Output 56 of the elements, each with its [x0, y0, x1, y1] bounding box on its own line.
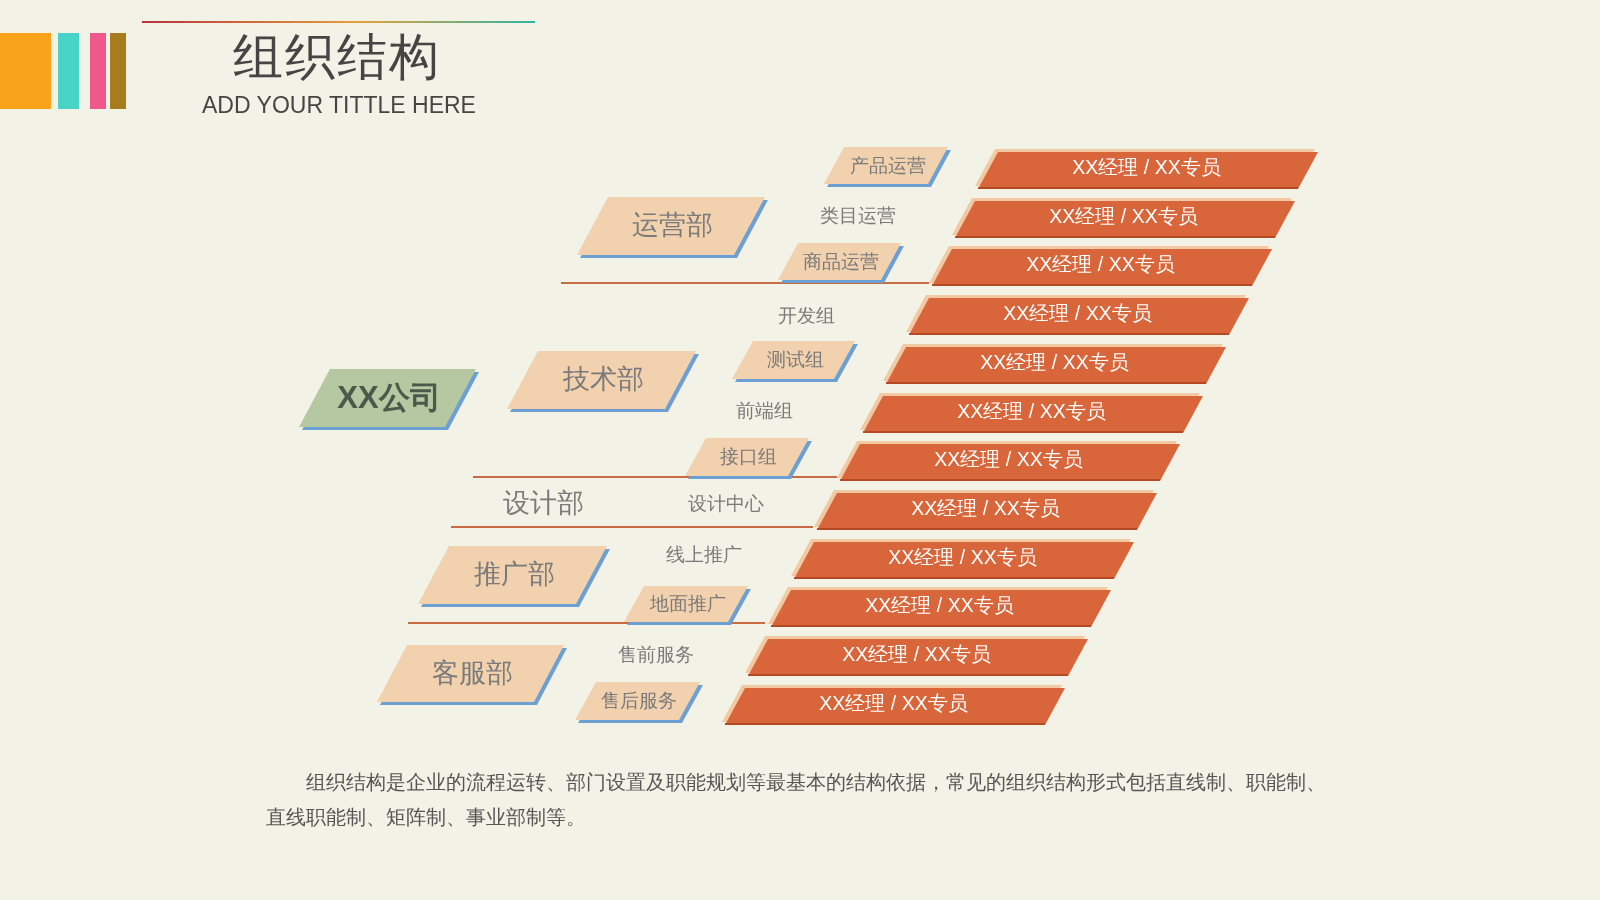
team-box: [778, 243, 904, 283]
role-title: XX经理 / XX专员: [1026, 253, 1175, 276]
role-title: XX经理 / XX专员: [842, 643, 991, 666]
role-title: XX经理 / XX专员: [819, 692, 968, 715]
team-name: 地面推广: [649, 593, 726, 615]
department-box: [377, 645, 567, 705]
role-title: XX经理 / XX专员: [980, 351, 1129, 374]
team-box: [732, 341, 858, 382]
description-paragraph: 组织结构是企业的流程运转、部门设置及职能规划等最基本的结构依据，常见的组织结构形式包括直线制、职能制、直线职能制、矩阵制、事业部制等。: [266, 770, 1327, 830]
role-box: [906, 295, 1249, 335]
role-title: XX经理 / XX专员: [888, 546, 1037, 569]
team-name: 类目运营: [820, 205, 896, 227]
team-name: 售后服务: [601, 690, 677, 712]
team-name: 前端组: [735, 400, 793, 422]
role-box: [929, 246, 1272, 286]
role-box: [883, 344, 1226, 384]
role-box: [768, 587, 1111, 627]
department-box: [418, 546, 610, 607]
role-title: XX经理 / XX专员: [1003, 302, 1152, 325]
role-title: XX经理 / XX专员: [911, 497, 1060, 520]
team-box: [624, 586, 751, 625]
role-box: [860, 393, 1203, 433]
team-name: 开发组: [777, 305, 835, 327]
role-title: XX经理 / XX专员: [1072, 156, 1221, 179]
company-box: [299, 369, 479, 430]
department-name: 推广部: [473, 560, 555, 590]
company-name: XX公司: [337, 380, 441, 416]
department-name: 运营部: [632, 211, 713, 241]
team-box: [824, 147, 951, 187]
team-box: [685, 438, 812, 479]
role-box: [722, 685, 1065, 725]
department-box: [507, 351, 699, 412]
department-box: [577, 197, 768, 258]
team-name: 线上推广: [666, 544, 742, 566]
role-box: [952, 198, 1295, 238]
role-title: XX经理 / XX专员: [957, 400, 1106, 423]
role-box: [791, 539, 1134, 579]
team-name: 设计中心: [688, 493, 764, 515]
role-box: [745, 636, 1088, 676]
role-box: [975, 149, 1318, 189]
team-box: [575, 682, 703, 723]
department-name: 设计部: [502, 489, 584, 519]
team-name: 商品运营: [803, 251, 879, 272]
subtitle: ADD YOUR TITTLE HERE: [202, 93, 476, 119]
department-name: 技术部: [562, 365, 644, 395]
role-title: XX经理 / XX专员: [1049, 205, 1198, 228]
team-name: 测试组: [766, 349, 824, 371]
team-name: 售前服务: [618, 644, 694, 666]
role-box: [837, 441, 1180, 481]
team-name: 接口组: [720, 446, 777, 468]
role-title: XX经理 / XX专员: [934, 448, 1083, 471]
team-name: 产品运营: [849, 155, 926, 176]
slide-title: 组织结构: [233, 29, 441, 85]
department-name: 客服部: [431, 658, 513, 689]
role-title: XX经理 / XX专员: [865, 594, 1014, 617]
role-box: [814, 490, 1157, 530]
